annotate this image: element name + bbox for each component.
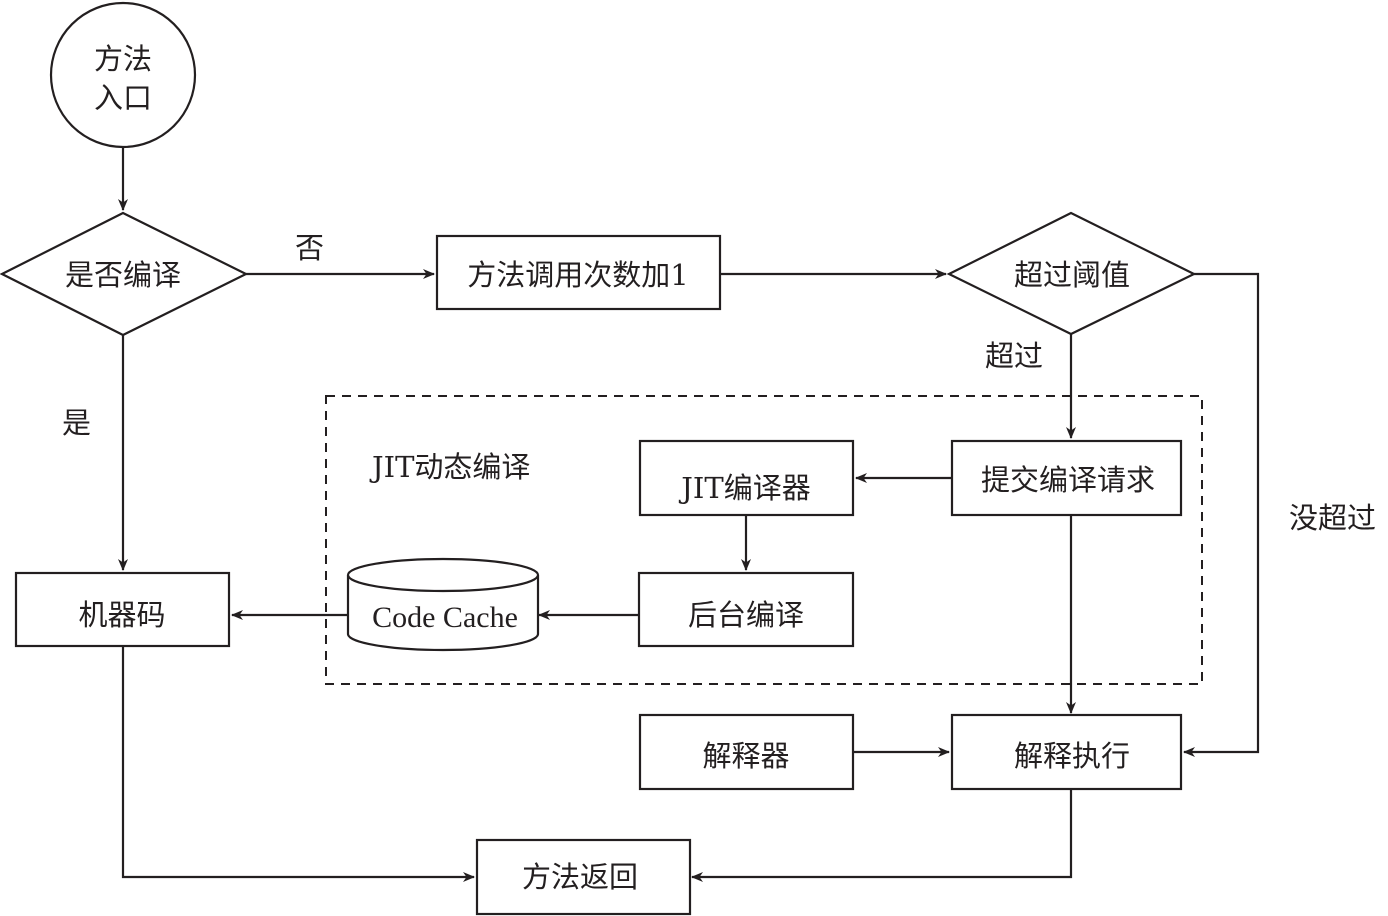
interpret-execute-label: 解释执行 (1014, 739, 1130, 773)
background-compile-label: 后台编译 (688, 598, 804, 632)
increment-count-label: 方法调用次数加1 (467, 258, 688, 292)
method-entry-line2: 入口 (94, 81, 152, 115)
code-cache-label: Code Cache (372, 601, 518, 634)
node-method-return: 方法返回 (475, 838, 692, 916)
submit-request-label: 提交编译请求 (981, 463, 1155, 497)
node-interpret-execute: 解释执行 (950, 713, 1183, 791)
node-exceed-threshold: 超过阈值 (946, 211, 1197, 336)
node-submit-compile-request: 提交编译请求 (950, 439, 1183, 517)
method-return-label: 方法返回 (522, 860, 638, 894)
edge-label-no: 否 (295, 231, 324, 265)
interpreter-label: 解释器 (702, 739, 789, 773)
node-increment-count: 方法调用次数加1 (435, 234, 722, 311)
method-entry-line1: 方法 (94, 42, 152, 76)
edge-label-exceeded: 超过 (985, 339, 1043, 373)
jit-group-label: JIT动态编译 (369, 450, 530, 484)
machine-code-label: 机器码 (78, 598, 165, 632)
exceed-threshold-label: 超过阈值 (1014, 258, 1130, 292)
jit-compiler-label: JIT编译器 (678, 471, 810, 505)
node-machine-code: 机器码 (14, 571, 231, 648)
jit-dynamic-compile-group (325, 395, 1203, 685)
node-background-compile: 后台编译 (637, 571, 855, 648)
edge-machine-code-to-return (121, 646, 475, 882)
node-method-entry: 方法 入口 (49, 1, 197, 149)
node-code-cache: Code Cache (346, 557, 540, 652)
node-is-compiled: 是否编译 (0, 211, 249, 337)
edge-label-yes: 是 (62, 406, 91, 440)
edge-label-not-exceeded: 没超过 (1289, 501, 1376, 535)
node-interpreter: 解释器 (638, 713, 855, 791)
node-jit-compiler: JIT编译器 (638, 439, 855, 517)
is-compiled-label: 是否编译 (65, 258, 181, 292)
edge-execute-to-return (691, 790, 1073, 882)
edge-threshold-not-exceeded (1183, 272, 1260, 757)
